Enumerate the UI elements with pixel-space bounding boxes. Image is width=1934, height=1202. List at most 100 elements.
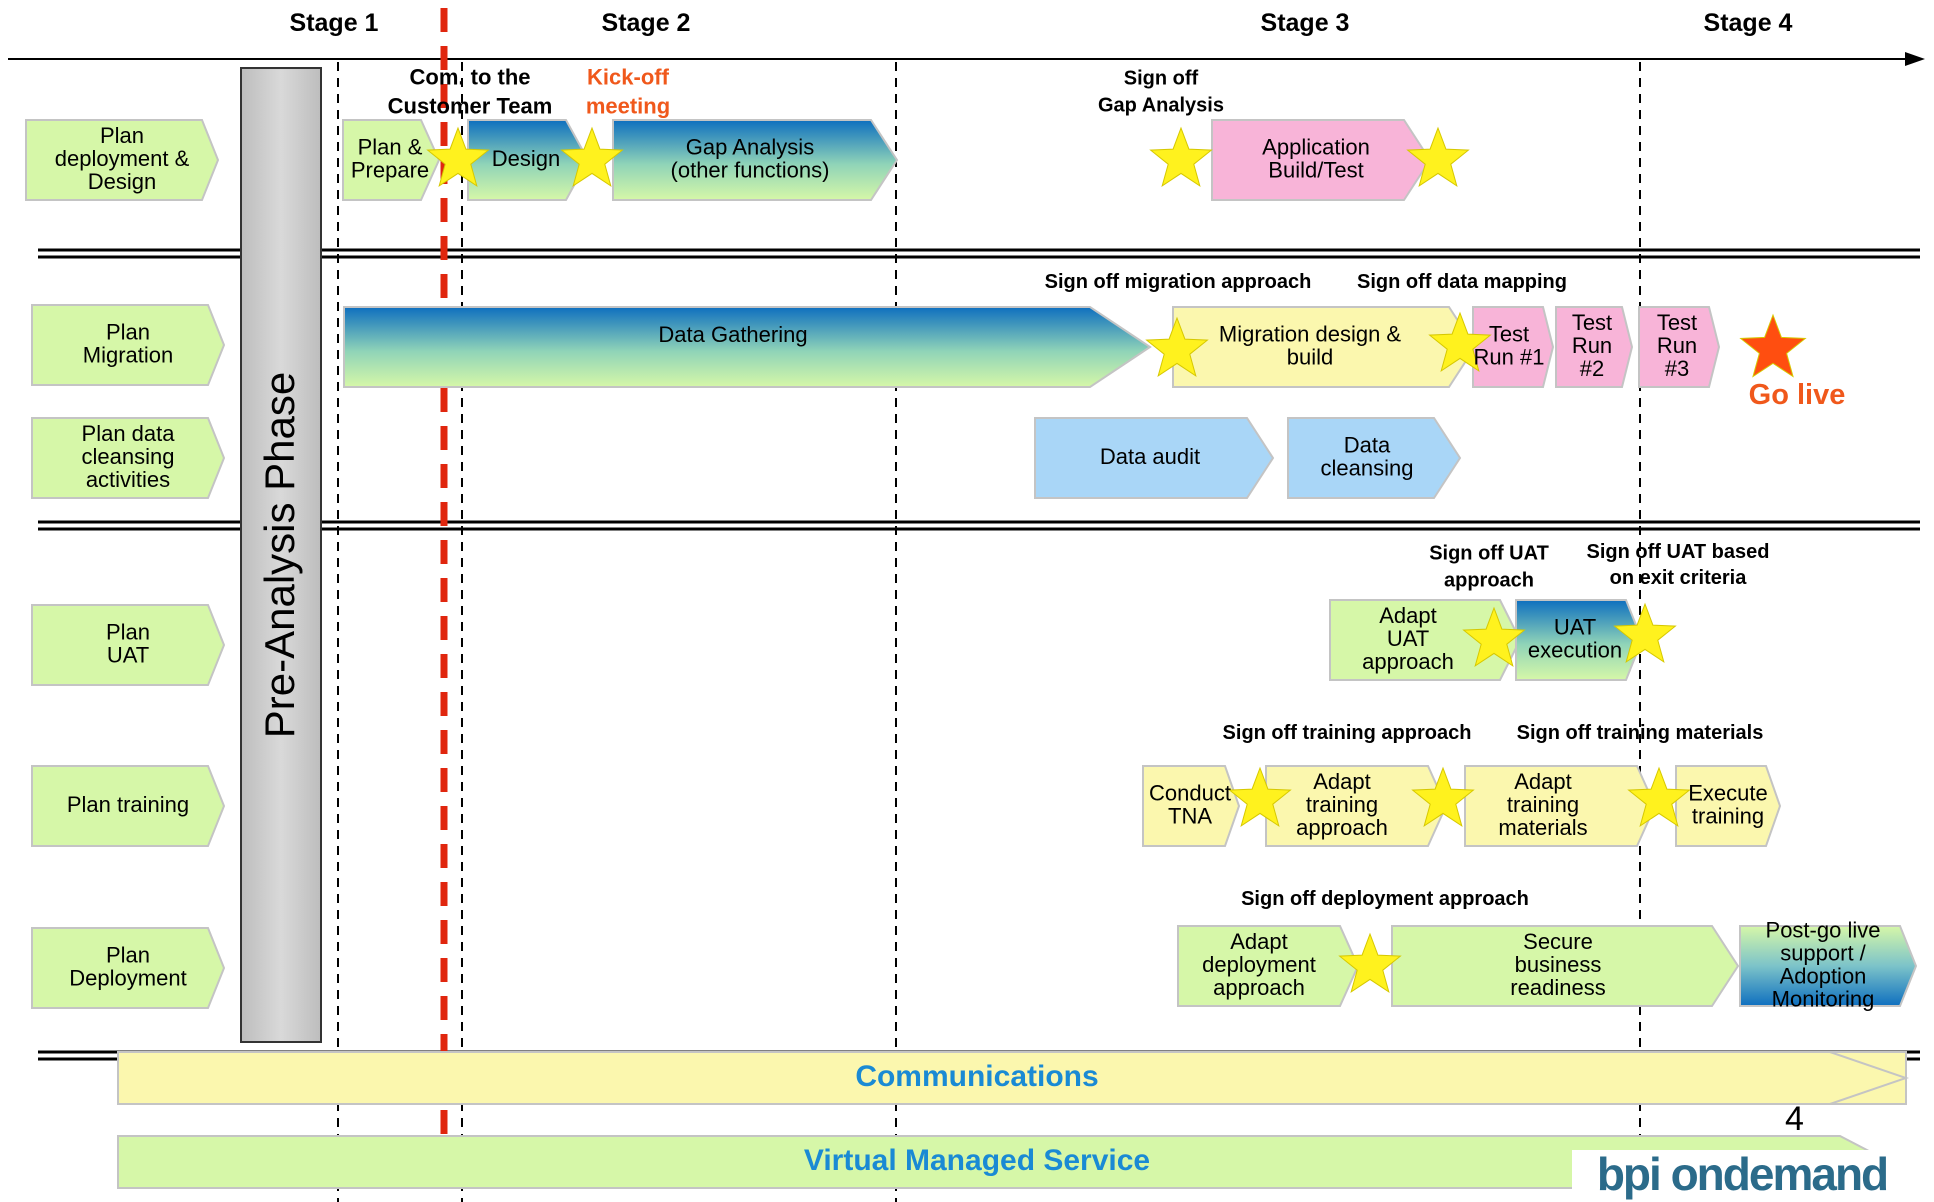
- star-execute-training: [1627, 766, 1691, 828]
- task-shape-data_cleansing: [1287, 417, 1462, 499]
- milestone-signoff-uat-exit-line: Sign off UAT based: [1587, 541, 1770, 563]
- task-label-secure_business-line: Secure: [1523, 929, 1593, 954]
- row-label-box-2: [31, 304, 226, 386]
- task-label-app_build-line: Application: [1262, 134, 1370, 159]
- pre-analysis-bar: [240, 67, 322, 1043]
- star-training-approach: [1228, 766, 1292, 828]
- task-shape-adapt_training_materials: [1464, 765, 1657, 847]
- task-label-test_run_2-line: Run: [1572, 333, 1612, 358]
- task-shape-secure_business: [1391, 925, 1740, 1007]
- milestone-signoff-training-materials: Sign off training materials: [1517, 722, 1764, 744]
- banner-communications-label: Communications: [855, 1060, 1098, 1093]
- milestone-signoff-gap-line: Gap Analysis: [1098, 95, 1224, 117]
- row-label-3-line: Plan data: [82, 421, 176, 446]
- task-label-adapt_deployment-line: approach: [1213, 975, 1305, 1000]
- task-shape-post_go_live: [1739, 925, 1918, 1007]
- star-migration-approach: [1145, 316, 1209, 378]
- milestone-signoff-gap-line: Sign off: [1124, 68, 1199, 90]
- milestone-signoff-uat-approach-line: Sign off UAT: [1429, 543, 1549, 565]
- task-label-test_run_2-line: Test: [1572, 310, 1612, 335]
- task-shape-conduct_tna: [1142, 765, 1241, 847]
- milestone-signoff-migration: Sign off migration approach: [1045, 271, 1312, 293]
- task-label-design: Design: [492, 146, 560, 171]
- row-label-1-line: Design: [88, 169, 156, 194]
- task-label-test_run_3-line: Test: [1657, 310, 1697, 335]
- task-label-uat_execution-line: UAT: [1554, 614, 1596, 639]
- task-label-uat_execution-line: execution: [1528, 637, 1622, 662]
- stage-header-1: Stage 1: [290, 9, 379, 37]
- task-label-adapt_uat-line: approach: [1362, 649, 1454, 674]
- task-label-gap_analysis: Gap Analysis(other functions): [671, 134, 830, 182]
- milestone-signoff-mapping: Sign off data mapping: [1357, 271, 1567, 293]
- task-label-plan_prepare-line: Prepare: [351, 157, 429, 182]
- stage-header-4-line: Stage 4: [1704, 9, 1793, 37]
- milestone-comm-team-line: Com. to the: [410, 64, 531, 89]
- task-label-adapt_deployment-line: deployment: [1202, 952, 1316, 977]
- task-shape-uat_execution: [1515, 599, 1644, 681]
- stage-header-2: Stage 2: [602, 9, 691, 37]
- milestone-comm-team-line: Customer Team: [388, 93, 553, 118]
- row-label-box-3: [31, 417, 226, 499]
- task-label-gap_analysis-line: (other functions): [671, 157, 830, 182]
- milestone-signoff-deployment-line: Sign off deployment approach: [1241, 888, 1529, 910]
- logo-backdrop: [1572, 1150, 1912, 1202]
- star-gap-signoff: [1149, 126, 1213, 188]
- task-shape-adapt_uat: [1329, 599, 1522, 681]
- row-label-4-line: Plan: [106, 619, 150, 644]
- star-uat-exit: [1613, 602, 1677, 664]
- task-label-data_cleansing-line: Data: [1344, 432, 1391, 457]
- milestone-signoff-uat-exit: Sign off UAT based on exit criteria: [1587, 541, 1770, 589]
- row-label-1-line: deployment &: [55, 146, 190, 171]
- star-uat-approach: [1462, 606, 1526, 668]
- task-label-test_run_1-line: Test: [1489, 321, 1529, 346]
- banner-communications-shape: [117, 1051, 1910, 1105]
- star-data-mapping: [1428, 311, 1492, 373]
- task-shape-data_audit: [1034, 417, 1275, 499]
- row-label-5: Plan training: [67, 792, 189, 817]
- star-app-build-end: [1406, 126, 1470, 188]
- row-label-1-line: Plan: [100, 123, 144, 148]
- task-label-adapt_training_approach-line: Adapt: [1313, 769, 1371, 794]
- task-label-post_go_live-line: Adoption: [1780, 963, 1867, 988]
- task-label-plan_prepare: Plan &Prepare: [351, 134, 429, 182]
- task-shape-test_run_3: [1638, 306, 1721, 388]
- row-label-box-6: [31, 927, 226, 1009]
- milestone-signoff-training-approach-line: Sign off training approach: [1223, 722, 1472, 744]
- task-label-post_go_live-line: Post-go live: [1766, 917, 1881, 942]
- task-label-execute_training-line: Execute: [1688, 780, 1768, 805]
- row-label-3-line: cleansing: [82, 444, 175, 469]
- stage-header-2-line: Stage 2: [602, 9, 691, 37]
- milestone-kickoff-line: meeting: [586, 93, 670, 118]
- task-label-test_run_2-line: #2: [1580, 356, 1604, 381]
- task-label-gap_analysis-line: Gap Analysis: [686, 134, 814, 159]
- row-label-2-line: Migration: [83, 342, 173, 367]
- task-label-secure_business-line: readiness: [1510, 975, 1605, 1000]
- row-label-box-1: [25, 119, 220, 201]
- milestone-signoff-uat-exit-line: on exit criteria: [1610, 567, 1748, 589]
- task-label-test_run_3-line: #3: [1665, 356, 1689, 381]
- task-shape-execute_training: [1675, 765, 1782, 847]
- task-label-adapt_training_approach-line: approach: [1296, 815, 1388, 840]
- task-label-data_cleansing-line: cleansing: [1321, 455, 1414, 480]
- task-label-post_go_live-line: Monitoring: [1772, 986, 1875, 1011]
- task-label-plan_prepare-line: Plan &: [358, 134, 423, 159]
- star-comm-team: [426, 126, 490, 188]
- task-label-conduct_tna-line: TNA: [1168, 803, 1212, 828]
- task-label-execute_training-line: training: [1692, 803, 1764, 828]
- task-shape-gap_analysis: [612, 119, 899, 201]
- task-shape-app_build: [1211, 119, 1432, 201]
